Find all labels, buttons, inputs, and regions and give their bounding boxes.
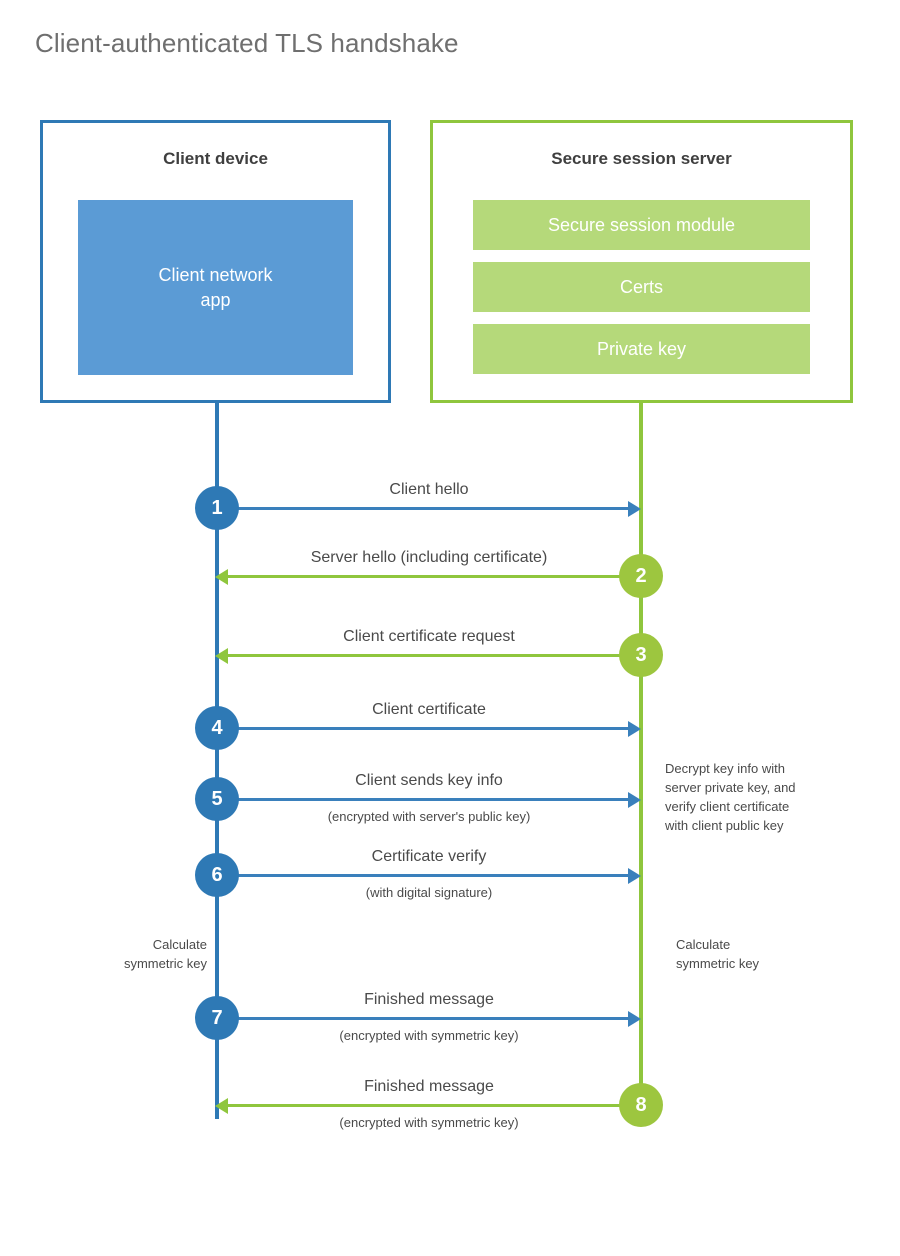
client-device-box: Client device Client network app (40, 120, 391, 403)
arrow-shaft-step-4 (217, 727, 628, 730)
message-sublabel-step-5: (encrypted with server's public key) (327, 809, 531, 824)
client-lifeline (215, 403, 219, 1119)
server-calculate-symmetric-key-annotation: Calculate symmetric key (676, 937, 760, 971)
client-network-app-block: Client network app (78, 200, 353, 375)
server-component-secure-session-module: Secure session module (473, 200, 810, 250)
message-label-step-1: Client hello (389, 481, 469, 498)
message-sublabel-step-8: (encrypted with symmetric key) (339, 1115, 519, 1130)
arrow-shaft-step-2 (228, 575, 641, 578)
message-label-step-4: Client certificate (372, 701, 486, 718)
step-circle-6[interactable]: 6 (195, 853, 239, 897)
message-label-step-5: Client sends key info (355, 772, 503, 789)
secure-session-server-title: Secure session server (551, 149, 732, 168)
arrow-shaft-step-3 (228, 654, 641, 657)
page-title: Client-authenticated TLS handshake (35, 28, 459, 58)
message-label-step-6: Certificate verify (371, 848, 487, 865)
arrow-head-step-4 (628, 721, 641, 737)
arrow-head-step-6 (628, 868, 641, 884)
message-label-step-8: Finished message (364, 1078, 494, 1095)
arrow-head-step-5 (628, 792, 641, 808)
arrow-shaft-step-1 (217, 507, 628, 510)
message-label-step-2: Server hello (including certificate) (310, 549, 548, 566)
step-circle-5[interactable]: 5 (195, 777, 239, 821)
message-label-step-7: Finished message (364, 991, 494, 1008)
server-lifeline (639, 403, 643, 1103)
step-circle-4[interactable]: 4 (195, 706, 239, 750)
arrow-shaft-step-5 (217, 798, 628, 801)
arrow-head-step-1 (628, 501, 641, 517)
step-circle-7[interactable]: 7 (195, 996, 239, 1040)
arrow-head-step-8 (215, 1098, 228, 1114)
step-circle-8[interactable]: 8 (619, 1083, 663, 1127)
client-device-title: Client device (163, 149, 268, 168)
secure-session-server-box: Secure session server Secure session mod… (430, 120, 853, 403)
step-circle-1[interactable]: 1 (195, 486, 239, 530)
server-component-private-key: Private key (473, 324, 810, 374)
arrow-head-step-3 (215, 648, 228, 664)
arrow-shaft-step-8 (228, 1104, 641, 1107)
arrow-shaft-step-7 (217, 1017, 628, 1020)
message-sublabel-step-7: (encrypted with symmetric key) (339, 1028, 519, 1043)
server-component-certs: Certs (473, 262, 810, 312)
message-label-step-3: Client certificate request (343, 628, 515, 645)
arrow-head-step-2 (215, 569, 228, 585)
client-calculate-symmetric-key-annotation: Calculate symmetric key (123, 937, 207, 971)
arrow-shaft-step-6 (217, 874, 628, 877)
message-sublabel-step-6: (with digital signature) (365, 885, 493, 900)
step-circle-3[interactable]: 3 (619, 633, 663, 677)
step-circle-2[interactable]: 2 (619, 554, 663, 598)
server-decrypt-annotation: Decrypt key info with server private key… (665, 761, 796, 833)
arrow-head-step-7 (628, 1011, 641, 1027)
